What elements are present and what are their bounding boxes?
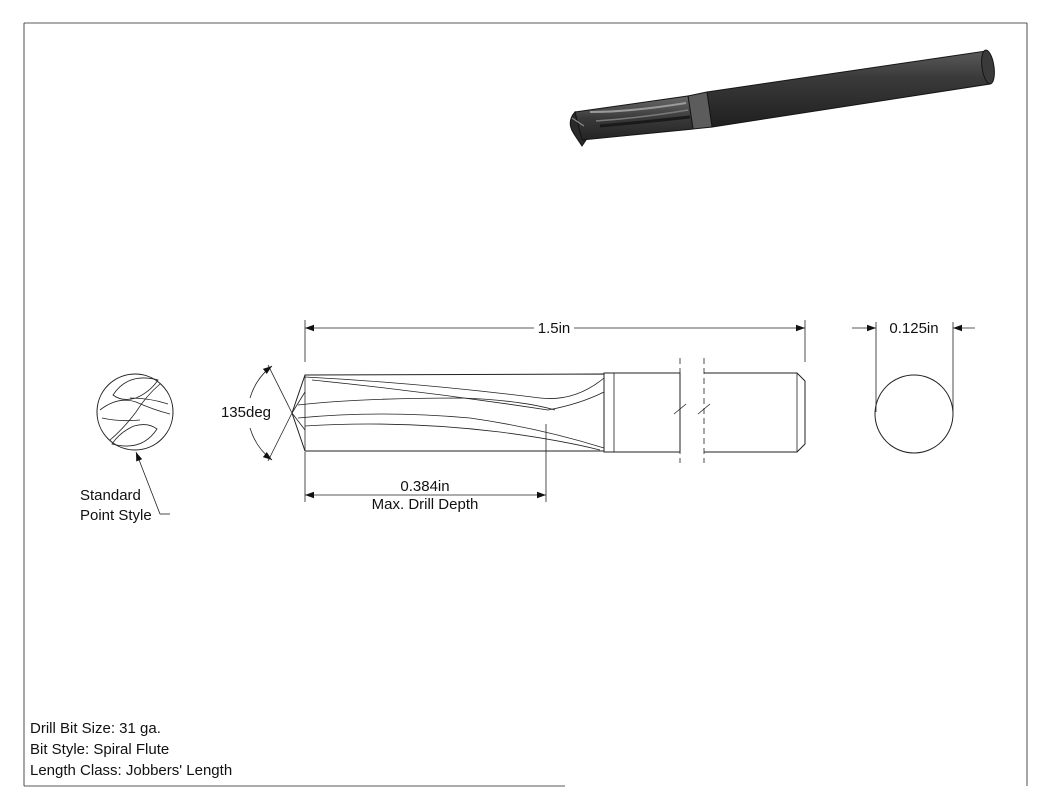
drill-depth-label: 0.384in — [400, 478, 449, 495]
point-angle-label: 135deg — [221, 404, 271, 421]
overall-length-dimension — [304, 320, 806, 362]
spec-bit-style: Bit Style: Spiral Flute — [30, 741, 169, 758]
point-angle-dimension — [249, 364, 293, 462]
spec-drill-bit-size: Drill Bit Size: 31 ga. — [30, 720, 161, 737]
diameter-dimension — [852, 322, 975, 454]
drill-depth-caption: Max. Drill Depth — [372, 496, 479, 513]
drill-bit-side-view — [291, 358, 806, 463]
point-style-leader — [135, 451, 170, 515]
spec-length-class: Length Class: Jobbers' Length — [30, 762, 232, 779]
point-style-label-line2: Point Style — [80, 507, 152, 524]
sheet-border — [23, 22, 1028, 787]
point-end-view — [96, 373, 174, 451]
overall-length-label: 1.5in — [538, 320, 571, 337]
drill-bit-3d-render — [569, 49, 995, 147]
drill-depth-dimension — [304, 424, 547, 502]
point-style-label-line1: Standard — [80, 487, 141, 504]
diameter-label: 0.125in — [889, 320, 938, 337]
